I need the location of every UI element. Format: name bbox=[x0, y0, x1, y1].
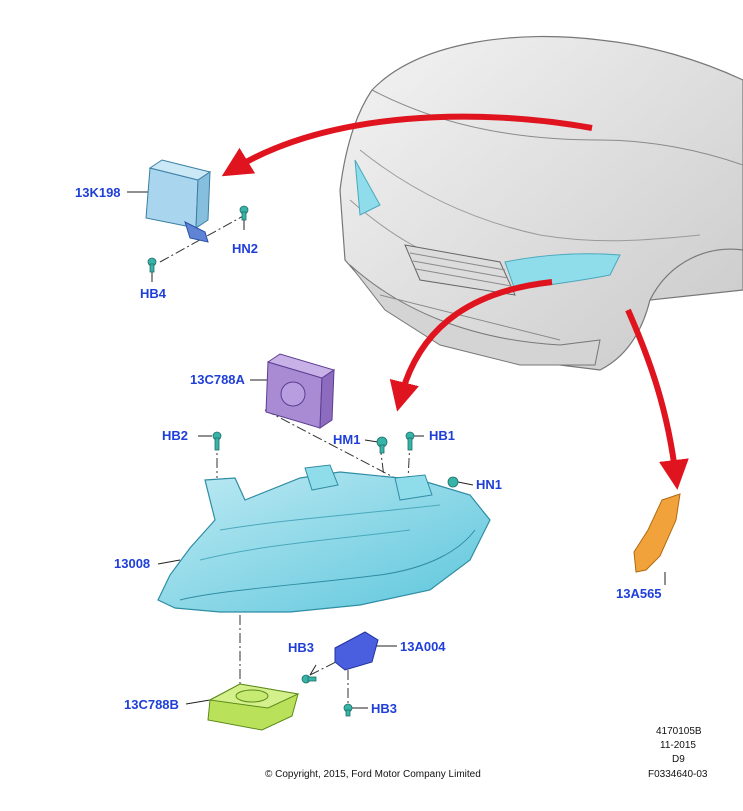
callout-hb3-bottom: HB3 bbox=[371, 701, 398, 716]
screw-icon-hb3-left bbox=[301, 674, 317, 684]
location-arrows bbox=[221, 113, 689, 490]
fasteners bbox=[147, 205, 459, 717]
callout-13k198: 13K198 bbox=[75, 185, 121, 200]
arrow-to-reflector bbox=[625, 308, 689, 490]
callout-13008: 13008 bbox=[114, 556, 151, 571]
vehicle-front-icon bbox=[339, 35, 743, 371]
screw-icon-hb3-bottom bbox=[343, 703, 353, 717]
module-bracket bbox=[184, 221, 209, 243]
screw-icon-hb4 bbox=[147, 257, 157, 273]
screw-icon-hb1 bbox=[405, 431, 415, 451]
callout-hb4: HB4 bbox=[140, 286, 167, 301]
screw-icon-hn1 bbox=[447, 476, 459, 488]
callout-hn1: HN1 bbox=[476, 477, 503, 492]
side-reflector-icon bbox=[633, 493, 681, 573]
revision-date: 11-2015 bbox=[660, 740, 696, 751]
headlamp-icon bbox=[157, 464, 491, 613]
figure-id: F0334640-03 bbox=[648, 769, 708, 780]
screw-icon-hn2 bbox=[239, 205, 249, 221]
revision-code: D9 bbox=[672, 754, 685, 765]
callout-hb3-left: HB3 bbox=[288, 640, 315, 655]
copyright-notice: © Copyright, 2015, Ford Motor Company Li… bbox=[265, 769, 481, 780]
callout-13a004: 13A004 bbox=[400, 639, 446, 654]
callout-hn2: HN2 bbox=[232, 241, 259, 256]
callout-hm1: HM1 bbox=[333, 432, 361, 447]
screw-icon-hm1 bbox=[376, 436, 388, 454]
callout-13c788b: 13C788B bbox=[124, 697, 179, 712]
callout-13a565: 13A565 bbox=[616, 586, 662, 601]
callout-13c788a: 13C788A bbox=[190, 372, 245, 387]
ref-id: 4170105B bbox=[656, 726, 702, 737]
control-module-icon bbox=[145, 159, 212, 243]
ballast-b-icon bbox=[207, 683, 300, 731]
arrow-to-headlamp bbox=[389, 279, 553, 412]
screw-icon-hb2 bbox=[212, 431, 222, 451]
bracket-icon bbox=[334, 631, 379, 671]
arrow-to-module bbox=[221, 113, 593, 177]
callout-hb2: HB2 bbox=[162, 428, 189, 443]
ballast-a-icon bbox=[265, 353, 336, 429]
callout-hb1: HB1 bbox=[429, 428, 456, 443]
